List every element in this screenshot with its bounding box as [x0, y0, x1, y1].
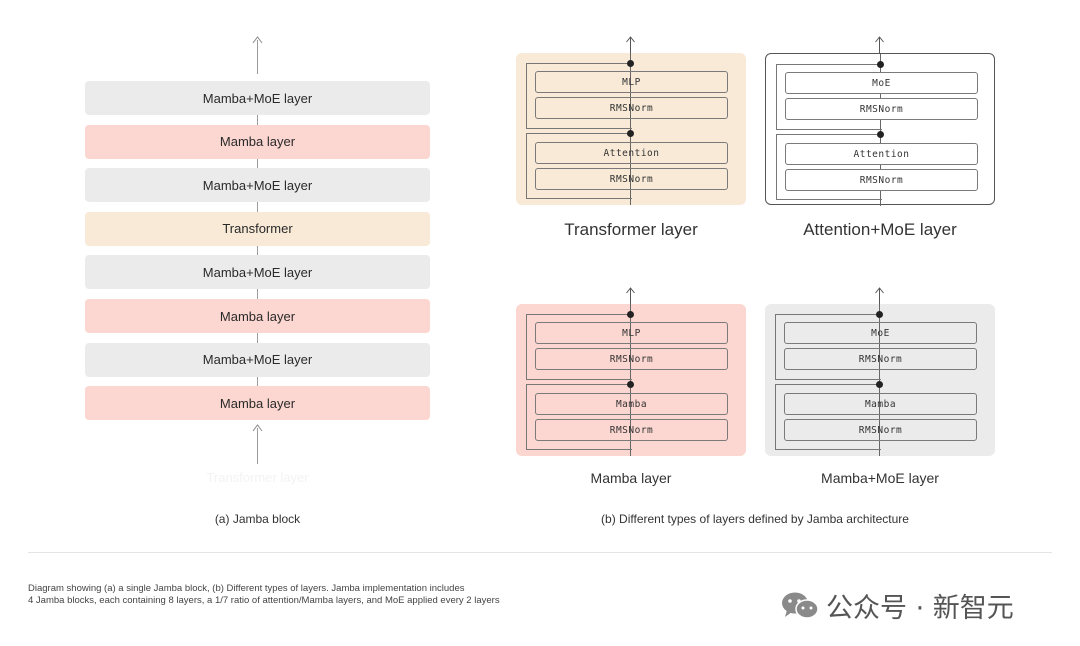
panel-block-top: MoE [785, 72, 978, 94]
panel-block-bottom: Attention [785, 143, 978, 165]
panel-block-top: MLP [535, 71, 728, 93]
stack-input-line [257, 428, 258, 464]
faded-input-label: Transformer layer [206, 470, 309, 485]
stack-layer-7: Mamba+MoE layer [85, 342, 430, 377]
residual-rail-top [775, 314, 881, 380]
panel-1-title: Transformer layer [564, 220, 698, 239]
watermark-text: 公众号 · 新智元 [826, 593, 1014, 624]
panel-block-top: MoE [784, 322, 977, 344]
junction-dot [877, 131, 884, 138]
panel-block-bottom: Mamba [784, 393, 977, 415]
panel-norm-top: RMSNorm [535, 348, 728, 370]
jamba-block-caption: (a) Jamba block [214, 512, 301, 526]
stack-layer-8: Mamba layer [85, 386, 430, 421]
stack-layer-5: Mamba+MoE layer [85, 255, 430, 290]
panel-2-title: Attention+MoE layer [803, 220, 957, 239]
panel-block-top: MLP [535, 322, 728, 344]
junction-dot [876, 311, 883, 318]
panel-3-title: Mamba layer [590, 470, 672, 486]
junction-dot [877, 61, 884, 68]
panel-norm-bottom: RMSNorm [535, 168, 728, 190]
description-line-1: Diagram showing (a) a single Jamba block… [28, 583, 465, 594]
residual-rail-top [776, 64, 882, 130]
panel-spine-line [630, 53, 631, 205]
residual-rail-bottom [775, 384, 881, 450]
residual-rail-top [526, 314, 632, 380]
wechat-icon [782, 592, 819, 619]
residual-rail-bottom [776, 134, 882, 200]
figure-description: Diagram showing (a) a single Jamba block… [28, 583, 500, 607]
junction-dot [627, 60, 634, 67]
stack-layer-4: Transformer [85, 211, 430, 246]
panel-norm-top: RMSNorm [784, 348, 977, 370]
junction-dot [627, 311, 634, 318]
divider [28, 552, 1052, 553]
panel-spine-line [880, 54, 881, 206]
panel-norm-bottom: RMSNorm [785, 169, 978, 191]
panel-norm-top: RMSNorm [785, 98, 978, 120]
panel-norm-bottom: RMSNorm [535, 419, 728, 441]
stack-output-line [257, 40, 258, 74]
junction-dot [627, 130, 634, 137]
panel-block-bottom: Attention [535, 142, 728, 164]
watermark: 公众号 · 新智元 [780, 586, 1014, 625]
panel-norm-bottom: RMSNorm [784, 419, 977, 441]
layer-types-caption: (b) Different types of layers defined by… [601, 512, 909, 526]
residual-rail-top [526, 63, 632, 129]
stack-layer-3: Mamba+MoE layer [85, 168, 430, 203]
arrow-up-icon [252, 36, 263, 44]
panel-spine-line [630, 304, 631, 456]
panel-spine-line [879, 304, 880, 456]
stack-layer-2: Mamba layer [85, 124, 430, 159]
panel-norm-top: RMSNorm [535, 97, 728, 119]
description-line-2: 4 Jamba blocks, each containing 8 layers… [28, 595, 500, 606]
junction-dot [876, 381, 883, 388]
stack-layer-6: Mamba layer [85, 299, 430, 333]
panel-4-title: Mamba+MoE layer [821, 470, 939, 486]
arrow-up-icon [252, 424, 263, 432]
junction-dot [627, 381, 634, 388]
residual-rail-bottom [526, 133, 632, 199]
stack-layer-1: Mamba+MoE layer [85, 81, 430, 115]
residual-rail-bottom [526, 384, 632, 450]
panel-block-bottom: Mamba [535, 393, 728, 415]
